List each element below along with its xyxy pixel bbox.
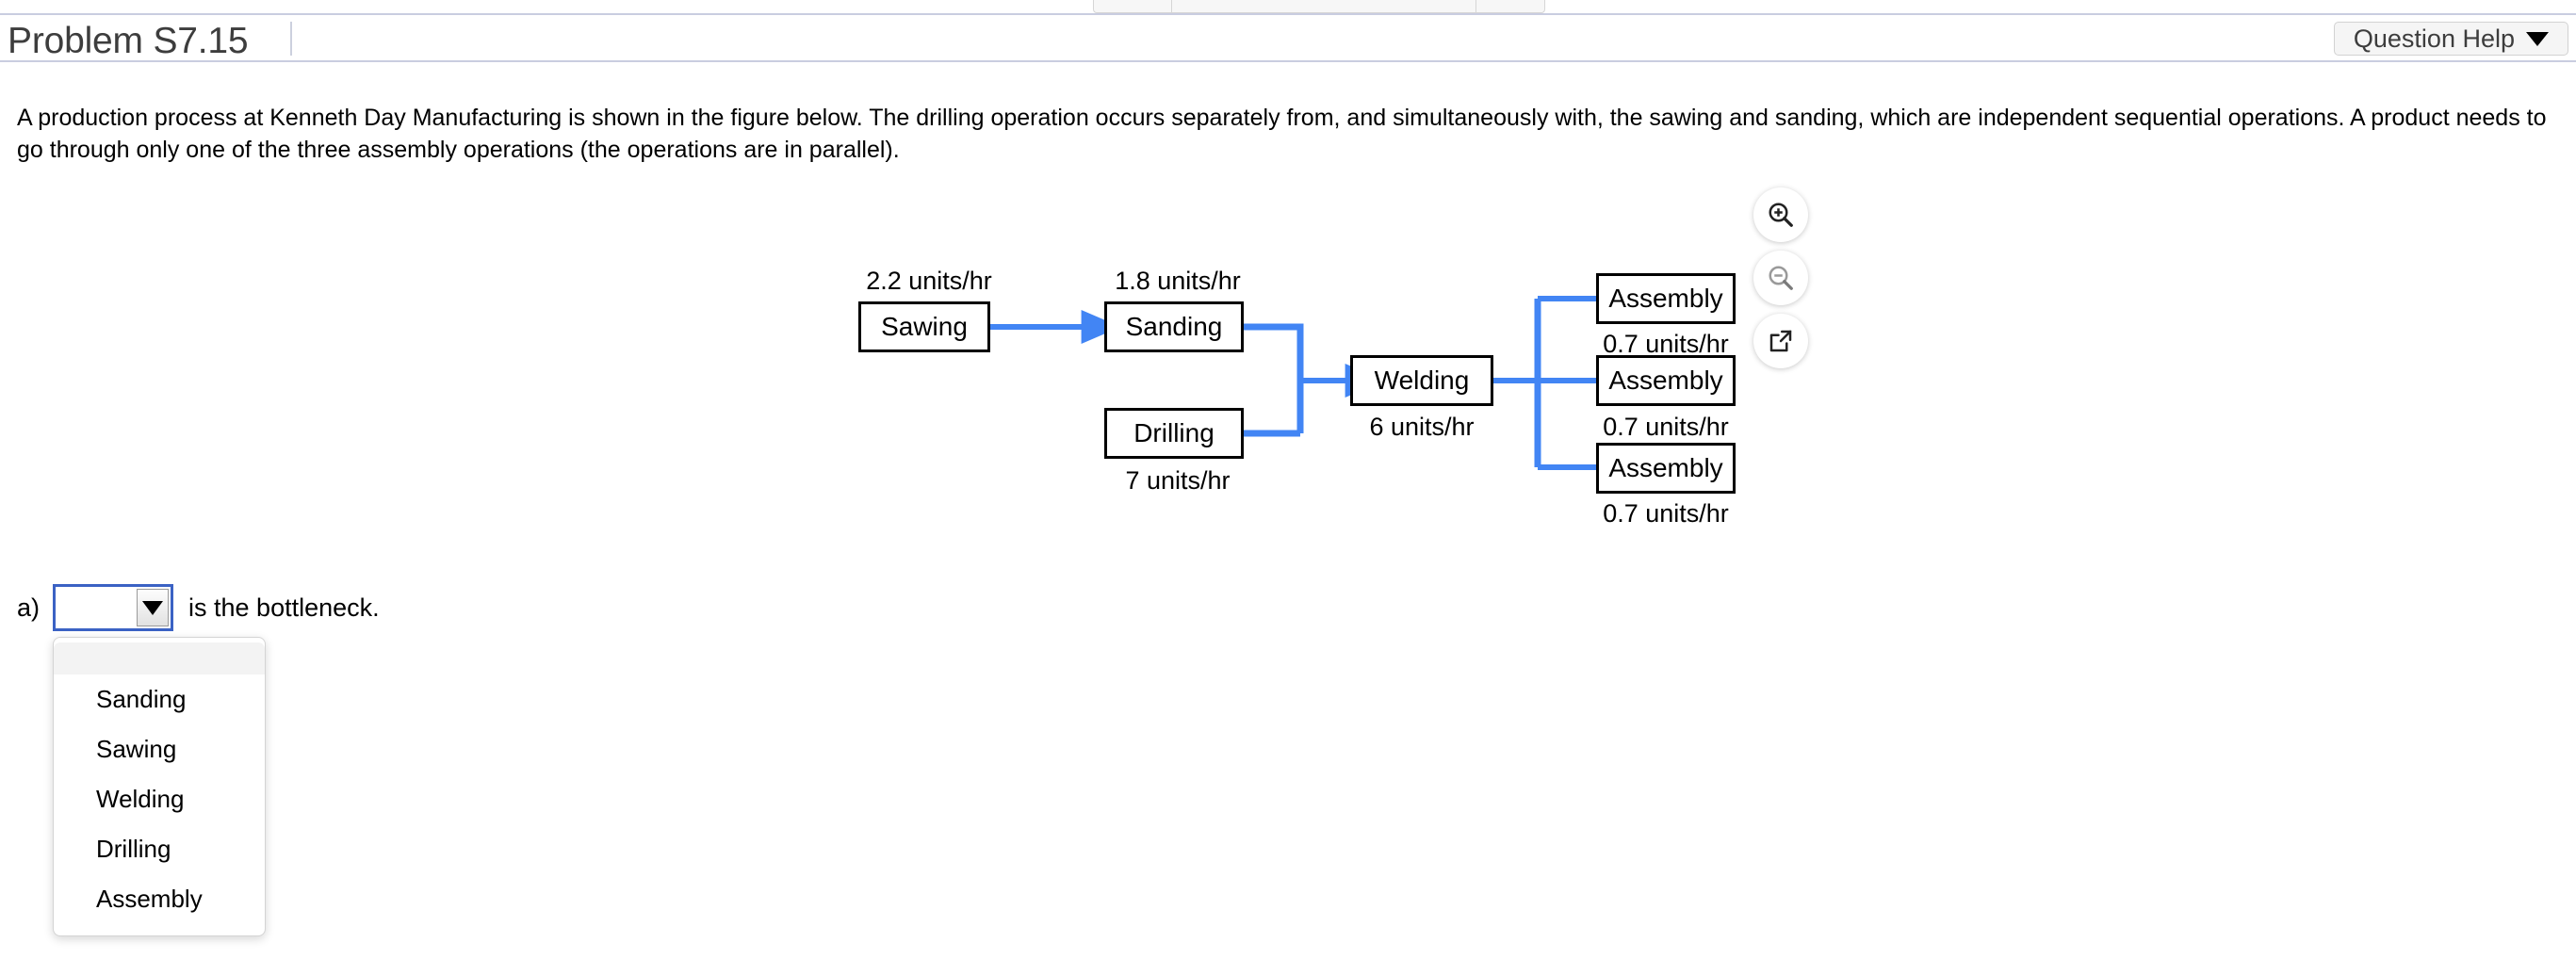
toolbar-segment-center[interactable] xyxy=(1171,0,1476,13)
assembly-2-rate-label: 0.7 units/hr xyxy=(1603,413,1729,441)
dropdown-option-welding[interactable]: Welding xyxy=(96,785,185,813)
drilling-box: Drilling xyxy=(1104,408,1244,459)
welding-rate-label: 6 units/hr xyxy=(1369,413,1475,441)
assembly-3-rate-label: 0.7 units/hr xyxy=(1603,499,1729,528)
assembly-1-box: Assembly xyxy=(1596,273,1736,324)
sanding-rate-label: 1.8 units/hr xyxy=(1115,267,1241,295)
sawing-rate-label: 2.2 units/hr xyxy=(866,267,992,295)
welding-box-label: Welding xyxy=(1374,366,1470,395)
toolbar-segment-right[interactable] xyxy=(1475,0,1545,13)
problem-header-bar: Problem S7.15 Question Help xyxy=(0,13,2576,62)
open-external-icon xyxy=(1769,330,1792,352)
page-title: Problem S7.15 xyxy=(8,21,249,61)
caret-down-icon xyxy=(142,600,164,615)
assembly-2-box-label: Assembly xyxy=(1608,366,1723,395)
toolbar-segment-left[interactable] xyxy=(1093,0,1172,13)
bottleneck-select-arrow-button[interactable] xyxy=(137,589,170,626)
sanding-box: Sanding xyxy=(1104,301,1244,352)
dropdown-option-drilling[interactable]: Drilling xyxy=(96,835,171,863)
assembly-1-rate-label: 0.7 units/hr xyxy=(1603,330,1729,358)
open-external-button[interactable] xyxy=(1753,314,1808,368)
zoom-out-button[interactable] xyxy=(1753,251,1808,305)
sanding-box-label: Sanding xyxy=(1125,312,1223,341)
assembly-3-box-label: Assembly xyxy=(1608,453,1723,482)
drilling-box-label: Drilling xyxy=(1133,418,1215,447)
sawing-box: Sawing xyxy=(858,301,990,352)
zoom-in-icon xyxy=(1769,203,1793,227)
bottleneck-select[interactable] xyxy=(53,584,174,631)
dropdown-option-sawing[interactable]: Sawing xyxy=(96,735,177,763)
assembly-3-box: Assembly xyxy=(1596,443,1736,494)
problem-statement: A production process at Kenneth Day Manu… xyxy=(17,105,2547,163)
dropdown-option-blank[interactable] xyxy=(54,642,265,675)
sawing-box-label: Sawing xyxy=(881,312,968,341)
top-toolbar-strip xyxy=(1093,0,1545,13)
dropdown-option-assembly[interactable]: Assembly xyxy=(96,885,203,913)
assembly-2-box: Assembly xyxy=(1596,355,1736,406)
answer-row-a: a) is the bottleneck. xyxy=(17,584,380,631)
zoom-in-button[interactable] xyxy=(1753,187,1808,242)
dropdown-option-sanding[interactable]: Sanding xyxy=(96,685,187,713)
question-help-label: Question Help xyxy=(2353,24,2515,53)
bottleneck-dropdown-list[interactable]: Sanding Sawing Welding Drilling Assembly xyxy=(53,637,266,936)
drilling-rate-label: 7 units/hr xyxy=(1125,466,1231,495)
zoom-out-icon xyxy=(1769,266,1793,290)
title-divider xyxy=(290,22,292,56)
process-flow-diagram: 2.2 units/hr Sawing 1.8 units/hr Sanding… xyxy=(0,187,1884,565)
question-help-button[interactable]: Question Help xyxy=(2333,22,2568,56)
answer-suffix-text: is the bottleneck. xyxy=(188,593,380,622)
chevron-down-icon xyxy=(2526,31,2549,46)
welding-box: Welding xyxy=(1350,355,1493,406)
assembly-1-box-label: Assembly xyxy=(1608,284,1723,313)
answer-part-label: a) xyxy=(17,593,41,622)
flow-connectors xyxy=(954,282,1639,484)
